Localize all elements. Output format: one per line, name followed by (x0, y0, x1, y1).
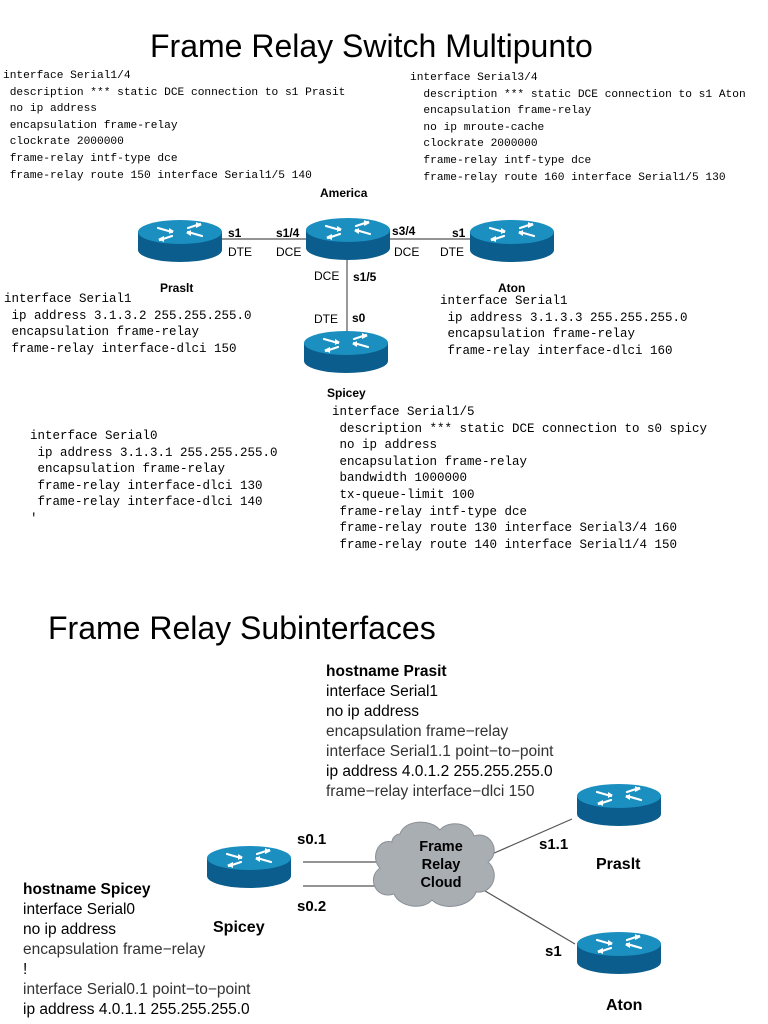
config-line: encapsulation frame−relay (326, 723, 509, 740)
config-line: encapsulation frame-relay (410, 105, 592, 118)
config-line: no ip address (326, 703, 420, 720)
cloud-label-line: Relay (421, 857, 461, 873)
config-line: ! (23, 961, 28, 978)
config-line: ip address 3.1.3.3 255.255.255.0 (440, 310, 688, 325)
config-line: frame-relay intf-type dce (410, 154, 592, 167)
config-line: interface Serial1.1 point−to−point (326, 743, 554, 760)
config-spicey-serial0: interface Serial0 ip address 3.1.3.1 255… (30, 428, 278, 528)
port-america-s1-4: s1/4 (276, 226, 300, 240)
port-america-dce-bottom: DCE (314, 269, 340, 283)
config-line: hostname Spicey (23, 881, 151, 898)
port-prasit-s1-1: s1.1 (539, 836, 569, 853)
config-line: description *** static DCE connection to… (410, 88, 746, 101)
label-prasit: Praslt (160, 281, 194, 295)
port-aton-dte: DTE (440, 245, 464, 259)
config-line: ip address 3.1.3.1 255.255.255.0 (30, 445, 278, 460)
config-line: frame-relay interface-dlci 140 (30, 495, 263, 510)
config-line: interface Serial0 (30, 429, 158, 443)
label-spicey: Spicey (327, 386, 366, 400)
config-line: no ip address (332, 438, 438, 453)
config-line: ip address 4.0.1.2 255.255.255.0 (326, 763, 553, 780)
port-aton-s1: s1 (545, 943, 562, 960)
port-aton-s1: s1 (452, 226, 466, 240)
router-spicey-icon (302, 329, 390, 375)
port-america-dce-left: DCE (276, 245, 302, 259)
config-line: encapsulation frame-relay (30, 462, 226, 477)
config-line: encapsulation frame-relay (332, 454, 528, 469)
section2-title: Frame Relay Subinterfaces (48, 610, 436, 646)
config-line: encapsulation frame-relay (3, 119, 178, 132)
cloud-label-line: Cloud (420, 875, 462, 891)
config-line: clockrate 2000000 (3, 136, 124, 149)
config-line: interface Serial3/4 (410, 72, 538, 84)
port-america-dce-right: DCE (394, 245, 420, 259)
frame-relay-cloud-icon (373, 821, 495, 907)
port-prasit-s1: s1 (228, 226, 242, 240)
port-spicey-dte: DTE (314, 312, 338, 326)
config-line: interface Serial0 (23, 901, 136, 918)
router-aton-2-icon (575, 930, 663, 976)
config-line: interface Serial1/5 (332, 405, 475, 419)
config-america-serial1-4: interface Serial1/4 description *** stat… (3, 68, 345, 184)
config-line: frame-relay route 150 interface Serial1/… (3, 169, 312, 182)
label-spicey-2: Spicey (213, 919, 265, 936)
config-line: no ip mroute-cache (410, 121, 545, 134)
cloud-label: Frame Relay Cloud (398, 838, 484, 892)
port-prasit-dte: DTE (228, 245, 252, 259)
port-spicey-s0-1: s0.1 (297, 831, 327, 848)
config-line: ip address 3.1.3.2 255.255.255.0 (4, 308, 252, 323)
router-prasit-2-icon (575, 782, 663, 828)
config-line: frame-relay intf-type dce (3, 152, 178, 165)
port-america-s1-5: s1/5 (353, 270, 377, 284)
config-line: encapsulation frame−relay (23, 941, 206, 958)
section1-title: Frame Relay Switch Multipunto (150, 28, 593, 64)
router-america-icon (304, 216, 392, 262)
config-line: interface Serial1/4 (3, 70, 131, 82)
config-aton-serial1: interface Serial1 ip address 3.1.3.3 255… (440, 293, 688, 359)
config-line: frame-relay interface-dlci 150 (4, 341, 237, 356)
config-spicey-subinterface: hostname Spicey interface Serial0 no ip ad… (23, 880, 251, 1020)
config-line: frame−relay interface−dlci 150 (326, 783, 535, 800)
config-line: frame-relay intf-type dce (332, 504, 528, 519)
config-line: frame-relay interface-dlci 160 (440, 343, 673, 358)
router-aton-icon (468, 218, 556, 264)
config-line: ip address 4.0.1.1 255.255.255.0 (23, 1001, 250, 1018)
router-prasit-icon (136, 218, 224, 264)
label-aton-2: Aton (606, 997, 643, 1014)
config-line: encapsulation frame-relay (440, 327, 636, 342)
config-line: interface Serial1 (326, 683, 439, 700)
config-line: no ip address (3, 103, 97, 116)
config-prasit-serial1: interface Serial1 ip address 3.1.3.2 255… (4, 291, 252, 357)
config-line: ' (30, 511, 38, 526)
config-line: interface Serial0.1 point−to−point (23, 981, 251, 998)
config-line: frame-relay route 130 interface Serial3/… (332, 521, 678, 536)
port-spicey-s0: s0 (352, 311, 366, 325)
cloud-label-line: Frame (419, 839, 463, 855)
config-line: frame-relay route 140 interface Serial1/… (332, 537, 678, 552)
config-line: bandwidth 1000000 (332, 471, 468, 486)
config-america-serial1-5: interface Serial1/5 description *** stat… (332, 404, 707, 553)
config-line: description *** static DCE connection to… (3, 86, 346, 99)
port-america-s3-4: s3/4 (392, 224, 416, 238)
label-prasit-2: Praslt (596, 856, 641, 873)
config-line: interface Serial1 (4, 292, 132, 306)
config-line: description *** static DCE connection to… (332, 421, 708, 436)
config-america-serial3-4: interface Serial3/4 description *** stat… (410, 70, 746, 186)
config-line: frame-relay interface-dlci 130 (30, 478, 263, 493)
label-america: America (320, 186, 368, 200)
config-line: clockrate 2000000 (410, 138, 538, 151)
config-line: encapsulation frame-relay (4, 325, 200, 340)
config-line: no ip address (23, 921, 117, 938)
port-spicey-s0-2: s0.2 (297, 898, 327, 915)
config-line: tx-queue-limit 100 (332, 487, 475, 502)
label-aton: Aton (498, 281, 526, 295)
config-prasit-subinterface: hostname Prasit interface Serial1 no ip ad… (326, 662, 554, 802)
config-line: frame-relay route 160 interface Serial1/… (410, 171, 726, 184)
config-line: hostname Prasit (326, 663, 447, 680)
config-line: interface Serial1 (440, 294, 568, 308)
